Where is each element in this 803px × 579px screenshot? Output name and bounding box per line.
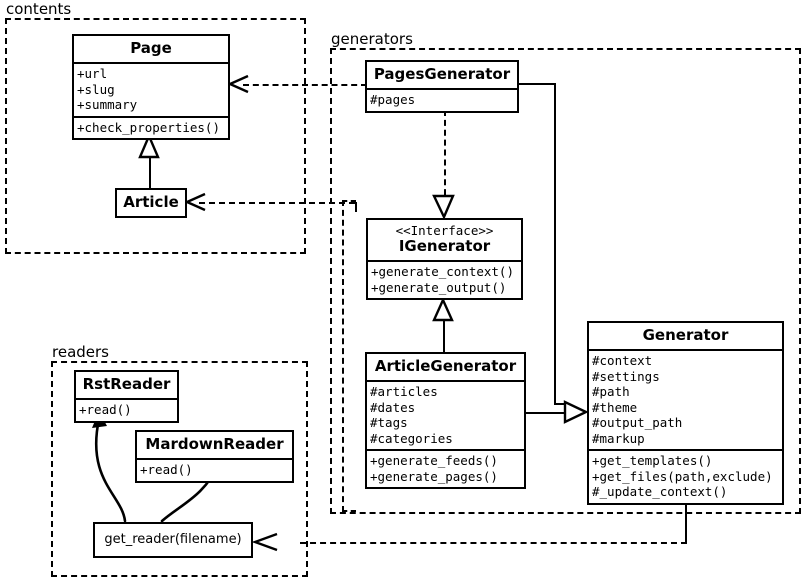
method: #_update_context() bbox=[592, 484, 728, 499]
edge-generator-uses-getreader-h bbox=[300, 542, 687, 544]
method: +read() bbox=[79, 402, 132, 417]
class-box-pages-generator[interactable]: PagesGenerator #pages bbox=[365, 60, 519, 113]
class-separator bbox=[74, 62, 228, 64]
package-frame-readers bbox=[51, 361, 308, 577]
class-separator bbox=[589, 349, 782, 351]
class-name-rst-reader: RstReader bbox=[82, 375, 171, 393]
class-attributes-article-generator: #articles #dates #tags #categories bbox=[367, 382, 524, 449]
method: +generate_pages() bbox=[370, 468, 498, 484]
method: +get_files(path,exclude) bbox=[592, 468, 773, 484]
class-name-igenerator: IGenerator bbox=[398, 237, 491, 255]
class-separator bbox=[76, 398, 177, 400]
attribute: #markup bbox=[592, 430, 645, 446]
attribute: #context bbox=[592, 353, 653, 368]
class-box-igenerator[interactable]: <<Interface>> IGenerator +generate_conte… bbox=[366, 218, 523, 300]
class-attributes-generator: #context #settings #path #theme #output_… bbox=[589, 351, 782, 449]
edge-article-inherits-page bbox=[149, 156, 151, 189]
class-stereotype-igenerator: <<Interface>> bbox=[395, 223, 494, 238]
package-frame-contents bbox=[5, 18, 306, 254]
attribute: +summary bbox=[77, 97, 138, 112]
attribute: #articles bbox=[370, 384, 438, 399]
package-label-generators: generators bbox=[331, 30, 413, 48]
edge-articlegenerator-uses-article bbox=[199, 202, 355, 204]
method: +get_templates() bbox=[592, 453, 713, 468]
class-box-page[interactable]: Page +url +slug +summary +check_properti… bbox=[72, 34, 230, 140]
attribute: #categories bbox=[370, 430, 453, 446]
function-name-get-reader: get_reader(filename) bbox=[104, 532, 242, 547]
class-name-pages-generator: PagesGenerator bbox=[373, 65, 511, 83]
class-box-generator[interactable]: Generator #context #settings #path #them… bbox=[587, 321, 784, 505]
class-attributes-pages-generator: #pages bbox=[367, 90, 517, 111]
attribute: +url bbox=[77, 66, 108, 81]
package-frame-generators bbox=[330, 48, 801, 514]
class-separator bbox=[367, 449, 524, 451]
attribute: #path bbox=[592, 384, 630, 399]
attribute: +slug bbox=[77, 81, 115, 97]
method: +check_properties() bbox=[77, 119, 220, 135]
class-methods-rst-reader: +read() bbox=[76, 400, 177, 421]
edge-articlegenerator-uses-article-stub bbox=[355, 202, 357, 212]
class-name-mardown-reader: MardownReader bbox=[145, 435, 284, 453]
class-methods-mardown-reader: +read() bbox=[137, 460, 292, 481]
class-name-page: Page bbox=[130, 39, 172, 57]
method: +generate_output() bbox=[371, 279, 507, 295]
package-label-contents: contents bbox=[6, 0, 72, 18]
class-separator bbox=[368, 260, 521, 262]
function-box-get-reader[interactable]: get_reader(filename) bbox=[93, 522, 253, 558]
class-methods-page: +check_properties() bbox=[74, 118, 228, 139]
edge-generator-uses-getreader-v bbox=[685, 505, 687, 543]
class-methods-article-generator: +generate_feeds() +generate_pages() bbox=[367, 451, 524, 487]
class-methods-generator: +get_templates() +get_files(path,exclude… bbox=[589, 451, 782, 503]
attribute: #tags bbox=[370, 415, 408, 430]
attribute: #settings bbox=[592, 368, 660, 384]
attribute: #pages bbox=[370, 92, 416, 107]
class-name-generator: Generator bbox=[642, 326, 729, 344]
edge-pagesgenerator-inherits-generator-h1 bbox=[519, 83, 556, 85]
method: +read() bbox=[140, 462, 193, 477]
attribute: #theme bbox=[592, 399, 638, 415]
class-name-article: Article bbox=[123, 193, 179, 211]
edge-articlegenerator-inherits-generator bbox=[526, 412, 567, 414]
class-separator bbox=[589, 449, 782, 451]
package-label-readers: readers bbox=[52, 343, 109, 361]
class-separator bbox=[74, 115, 228, 118]
class-name-article-generator: ArticleGenerator bbox=[374, 357, 517, 375]
class-box-article[interactable]: Article bbox=[115, 188, 187, 218]
class-box-mardown-reader[interactable]: MardownReader +read() bbox=[135, 430, 294, 483]
edge-pagesgenerator-inherits-generator-v bbox=[554, 83, 556, 405]
package-frame-generators-inner bbox=[342, 200, 356, 512]
class-separator bbox=[367, 88, 517, 90]
class-box-rst-reader[interactable]: RstReader +read() bbox=[74, 370, 179, 423]
class-box-article-generator[interactable]: ArticleGenerator #articles #dates #tags … bbox=[365, 352, 526, 489]
class-separator bbox=[367, 380, 524, 382]
method: +generate_feeds() bbox=[370, 453, 498, 468]
edge-pagesgenerator-uses-page bbox=[243, 84, 367, 86]
class-methods-igenerator: +generate_context() +generate_output() bbox=[368, 262, 521, 298]
edge-articlegenerator-inherits-igenerator bbox=[443, 317, 445, 353]
attribute: #output_path bbox=[592, 415, 683, 430]
method: +generate_context() bbox=[371, 264, 514, 279]
attribute: #dates bbox=[370, 399, 416, 415]
edge-pagesgenerator-inherits-generator-h2 bbox=[554, 403, 567, 405]
edge-pagesgenerator-realizes-igenerator bbox=[444, 110, 446, 205]
class-attributes-page: +url +slug +summary bbox=[74, 64, 228, 116]
